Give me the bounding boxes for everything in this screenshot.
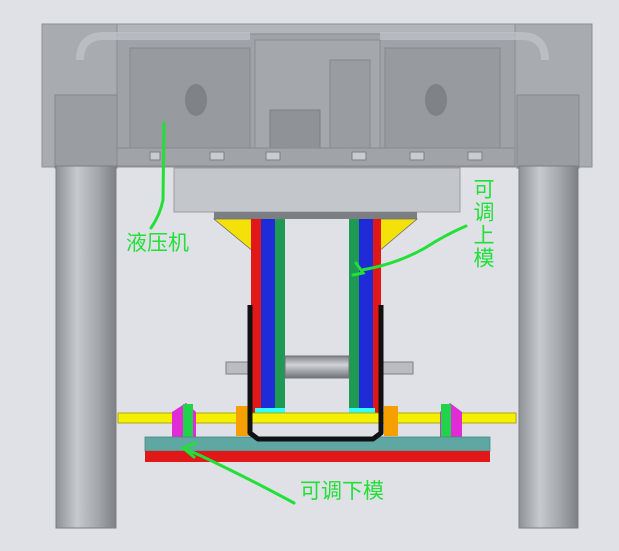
annotation-leaders xyxy=(149,121,468,505)
ram-plate xyxy=(173,167,461,213)
leader-hydraulic-press xyxy=(149,121,166,230)
workpiece-outline xyxy=(247,305,384,442)
upper-die xyxy=(212,212,419,417)
guide-shaft xyxy=(225,355,414,379)
arrowhead-lower-die xyxy=(180,441,198,459)
mounting-bolts xyxy=(149,151,483,161)
press-upper-body xyxy=(41,23,593,168)
label-adjustable-upper-die: 可调上模 xyxy=(471,178,495,270)
lower-die xyxy=(117,403,517,462)
leader-lower-die xyxy=(181,446,296,505)
press-columns xyxy=(54,94,580,529)
label-adjustable-lower-die: 可调下模 xyxy=(300,479,384,503)
leader-upper-die xyxy=(360,224,468,272)
label-hydraulic-press: 液压机 xyxy=(126,231,189,255)
arrowhead-upper-die xyxy=(351,261,366,277)
